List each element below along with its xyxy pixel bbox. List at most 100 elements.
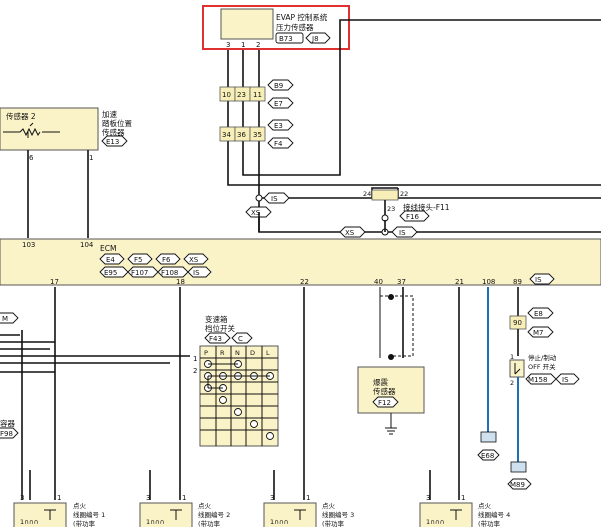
ecm-name: ECM [100, 244, 116, 253]
evap-pressure-sensor[interactable]: EVAP 控制系统 压力传感器 B73 J8 3 1 2 [220, 8, 331, 49]
ecm-code-f5: F5 [134, 256, 142, 264]
knock-sensor-name1: 爆震 [373, 377, 388, 387]
coil2-name2: 线圈编号 2 [198, 510, 230, 519]
ecm-pin-89: 89 [513, 278, 522, 286]
trans-switch-code2: C [238, 335, 243, 343]
knock-sensor-name2: 传感器 [373, 386, 396, 396]
xs-tag-2: XS [345, 229, 355, 237]
stop-lamp-switch[interactable]: 1 2 停止/制动 OFF 开关 M158 IS [509, 353, 580, 387]
trans-header-p: P [204, 349, 208, 357]
trans-header-l: L [266, 349, 270, 357]
connector-90[interactable]: E8 90 M7 [509, 307, 554, 338]
trans-switch-name1: 变速箱 [205, 314, 228, 324]
ecm-pin-104: 104 [80, 241, 94, 249]
coil3-pin-b: 1 [306, 494, 310, 502]
block2-pin-2: 36 [237, 131, 246, 139]
pedal-sensor-name2: 踏板位置 [102, 118, 132, 128]
stop-pin-2: 2 [510, 379, 514, 387]
ecm-pin-40: 40 [374, 278, 383, 286]
connector-block-1[interactable]: 10 23 11 B9 E7 [219, 79, 294, 109]
ecm-pin-37: 37 [397, 278, 406, 286]
coil1-name3: (带功率 [73, 519, 96, 527]
block1-code-1: B9 [274, 82, 283, 90]
trans-pin-2: 2 [193, 367, 197, 375]
ignition-coil-1[interactable]: 3 1 1∩∩∩ 点火 线圈编号 1 (带功率 [13, 494, 105, 527]
evap-sensor-name2: 压力传感器 [276, 22, 314, 32]
stop-switch-code: M158 [528, 376, 547, 384]
coil1-name2: 线圈编号 1 [73, 510, 105, 519]
m-tag-text: M [2, 315, 8, 323]
block1-pin-1: 10 [222, 91, 231, 99]
pedal-pin-1: 1 [89, 154, 93, 162]
joint-pin-a: 24 [363, 190, 371, 198]
evap-pin-3: 3 [226, 41, 230, 49]
ecm-pin-21: 21 [455, 278, 464, 286]
coil4-name1: 点火 [478, 502, 492, 510]
ignition-coil-2[interactable]: 3 1 1∩∩∩ 点火 线圈编号 2 (带功率 [139, 494, 230, 527]
is-tag-1: IS [271, 195, 278, 203]
accelerator-pedal-sensor[interactable]: 传感器 2 加速 踏板位置 传感器 E13 6 1 [0, 107, 132, 162]
evap-sensor-code1: B73 [279, 35, 293, 43]
stop-switch-name2: OFF 开关 [528, 362, 556, 371]
pedal-sensor-name1: 加速 [102, 109, 117, 119]
ground-m89-code: M89 [510, 481, 525, 489]
coil3-name2: 线圈编号 3 [322, 510, 354, 519]
ecm-code-xs: XS [189, 256, 199, 264]
svg-text:1∩∩∩: 1∩∩∩ [270, 518, 288, 526]
pedal-sensor-title: 传感器 2 [6, 111, 36, 121]
ecm-code-f107: F107 [131, 269, 148, 277]
block1-pin-2: 23 [237, 91, 246, 99]
block1-code-2: E7 [274, 100, 283, 108]
f98-tag-text: F98 [0, 430, 13, 438]
stop-switch-name1: 停止/制动 [528, 353, 557, 362]
coil4-pin-b: 1 [461, 494, 465, 502]
knock-sensor-code: F12 [378, 399, 391, 407]
block1-pin-3: 11 [253, 91, 262, 99]
coil4-name2: 线圈编号 4 [478, 510, 510, 519]
ecm-code-e4: E4 [106, 256, 115, 264]
evap-pin-1: 1 [241, 41, 245, 49]
svg-text:1∩∩∩: 1∩∩∩ [426, 518, 444, 526]
svg-text:1∩∩∩: 1∩∩∩ [146, 518, 164, 526]
is-tag-89-text: IS [535, 276, 542, 284]
ground-m89: M89 [507, 461, 532, 490]
coil1-name1: 点火 [73, 502, 87, 510]
block2-code-1: E3 [274, 122, 283, 130]
coil4-pin-a: 3 [426, 494, 430, 502]
left-label: 容器 [0, 418, 15, 428]
c90-code-2: M7 [533, 329, 544, 337]
coil2-pin-a: 3 [146, 494, 150, 502]
trans-pin-1: 1 [193, 355, 197, 363]
joint-connector-f11[interactable]: 24 22 23 接线接头-F11 F16 IS XS XS IS [245, 187, 601, 238]
stop-pin-1: 1 [510, 353, 514, 361]
coil2-name1: 点火 [198, 502, 212, 510]
joint-label: 接线接头-F11 [403, 202, 450, 212]
trans-header-n: N [235, 349, 240, 357]
is-tag-89 [529, 273, 555, 285]
evap-sensor-code2: J8 [311, 35, 319, 43]
f98-tag [0, 427, 19, 439]
highlight-box [202, 5, 350, 50]
joint-pin-c: 23 [387, 205, 395, 213]
joint-code: F16 [406, 213, 419, 221]
block2-pin-1: 34 [222, 131, 231, 139]
ecm-module[interactable]: 103 104 ECM E4 F5 F6 XS E95 F107 F108 IS… [0, 238, 601, 286]
coil3-pin-a: 3 [270, 494, 274, 502]
ecm-pin-108: 108 [482, 278, 495, 286]
coil4-name3: (带功率 [478, 519, 501, 527]
ecm-code-is: IS [193, 269, 200, 277]
xs-tag-1: XS [251, 209, 261, 217]
knock-sensor[interactable]: 2 1 爆震 传感器 F12 [357, 287, 425, 435]
pedal-sensor-code: E13 [106, 138, 119, 146]
coil1-pin-a: 3 [20, 494, 24, 502]
trans-switch-name2: 档位开关 [205, 323, 235, 333]
ignition-coil-3[interactable]: 3 1 1∩∩∩ 点火 线圈编号 3 (带功率 [263, 494, 354, 527]
connector-block-2[interactable]: 34 36 35 E3 F4 [219, 119, 294, 149]
c90-code-1: E8 [534, 310, 543, 318]
ecm-pin-18: 18 [176, 278, 185, 286]
ignition-coil-4[interactable]: 3 1 1∩∩∩ 点火 线圈编号 4 (带功率 [419, 494, 510, 527]
ground-e68: E68 [477, 431, 500, 461]
trans-header-r: R [220, 349, 225, 357]
transmission-range-switch[interactable]: 变速箱 档位开关 F43 C P R N D L 1 2 [193, 314, 279, 447]
